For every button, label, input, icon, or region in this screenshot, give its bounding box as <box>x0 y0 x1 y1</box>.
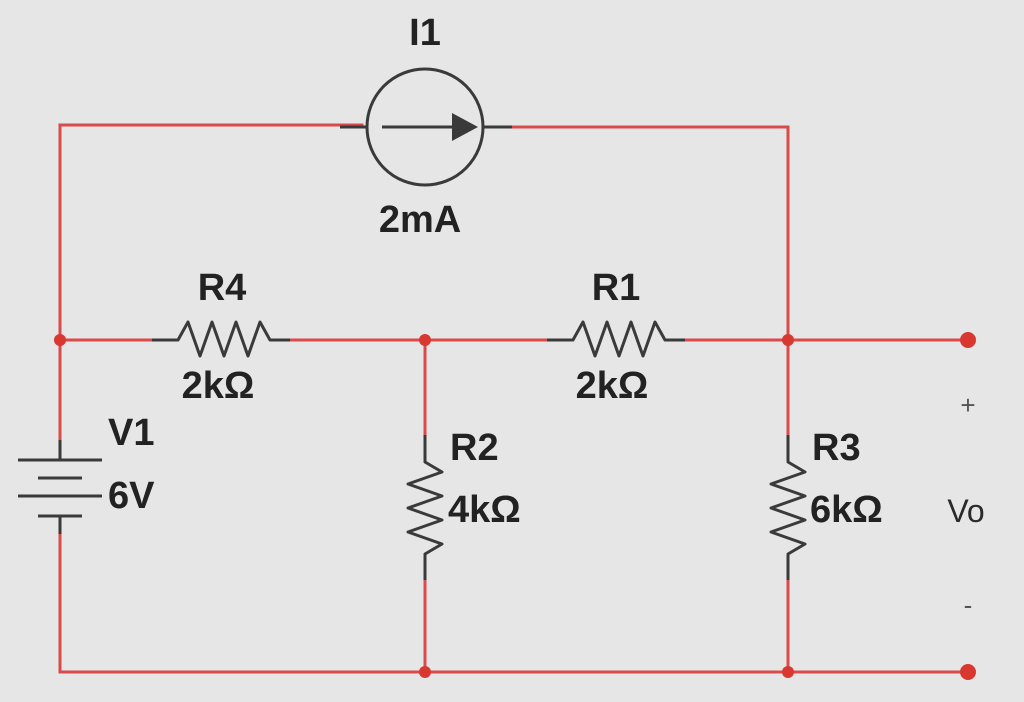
r4-name-label: R4 <box>198 267 247 309</box>
r4-value-label: 2kΩ <box>182 365 255 407</box>
junction-nodes <box>54 332 976 680</box>
resistor-r3[interactable] <box>769 435 807 580</box>
wire-top-right <box>482 125 790 342</box>
node-mid-top <box>419 334 431 346</box>
output-terminal-minus[interactable] <box>960 664 976 680</box>
resistor-r4[interactable] <box>152 320 290 358</box>
v1-value-label: 6V <box>108 475 155 517</box>
node-right-top <box>782 334 794 346</box>
r1-zigzag <box>547 320 685 358</box>
v1-name-label: V1 <box>108 412 154 454</box>
r2-name-label: R2 <box>450 427 499 469</box>
r1-value-label: 2kΩ <box>576 365 649 407</box>
output-terminal-plus[interactable] <box>960 332 976 348</box>
output-vo-label: Vo <box>947 493 984 529</box>
node-left <box>54 334 66 346</box>
r4-zigzag <box>152 320 290 358</box>
output-plus-sign: + <box>960 390 975 420</box>
voltage-source-v1[interactable] <box>18 440 102 534</box>
output-minus-sign: - <box>964 590 973 620</box>
arrow-right-icon <box>452 113 478 141</box>
current-source-i1[interactable] <box>340 67 512 187</box>
node-right-bottom <box>782 666 794 678</box>
node-mid-bottom <box>419 666 431 678</box>
resistor-r1[interactable] <box>547 320 685 358</box>
i1-value-label: 2mA <box>379 199 461 241</box>
r3-name-label: R3 <box>812 427 861 469</box>
r3-value-label: 6kΩ <box>810 489 883 531</box>
i1-body <box>365 67 485 187</box>
r1-name-label: R1 <box>592 267 641 309</box>
resistor-r2[interactable] <box>406 435 444 580</box>
wire-top-left <box>58 123 364 342</box>
r3-zigzag <box>769 435 807 580</box>
r2-value-label: 4kΩ <box>448 489 521 531</box>
wires <box>58 123 970 674</box>
r2-zigzag <box>406 435 444 580</box>
labels: I1 2mA R4 2kΩ R1 2kΩ R2 4kΩ R3 6kΩ V1 6V… <box>108 12 985 620</box>
i1-name-label: I1 <box>409 12 441 54</box>
